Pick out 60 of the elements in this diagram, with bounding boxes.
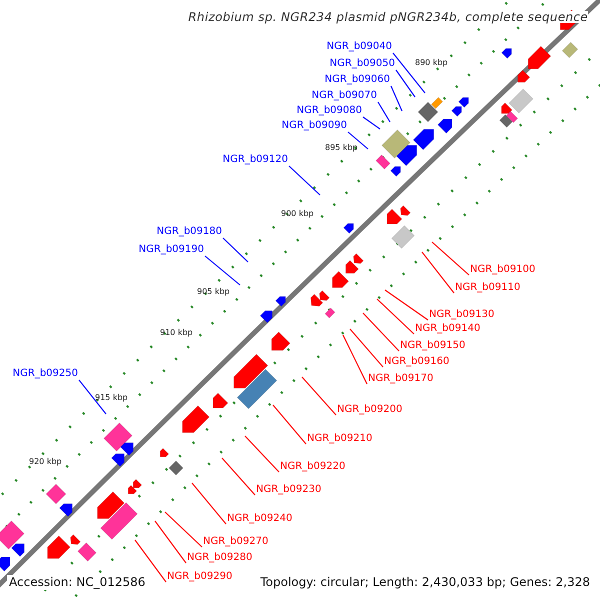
gene-label: NGR_b09080 <box>296 105 362 117</box>
footer-text: Accession: NC_012586 <box>7 575 148 590</box>
gene-label: NGR_b09240 <box>227 513 292 525</box>
gene-label: NGR_b09160 <box>384 356 450 368</box>
gene-label: NGR_b09280 <box>187 552 252 564</box>
gene-label: NGR_b09210 <box>307 433 372 445</box>
leader-line <box>78 380 106 414</box>
leader-line <box>342 334 368 384</box>
scale-label: 900 kbp <box>281 208 314 220</box>
leader-line <box>362 116 380 130</box>
gene-label: NGR_b09110 <box>455 282 520 294</box>
gene-label: NGR_b09130 <box>429 309 494 321</box>
leader-line <box>362 312 400 352</box>
leader-line <box>154 520 186 564</box>
leader-line <box>204 256 240 286</box>
gene-label: NGR_b09120 <box>222 154 288 166</box>
leader-line <box>350 328 384 368</box>
scale-label: 890 kbp <box>415 57 448 69</box>
leader-line <box>422 252 454 294</box>
leader-line <box>288 166 320 196</box>
leader-line <box>378 102 390 122</box>
gene-label: NGR_b09060 <box>324 74 390 86</box>
leader-line <box>164 512 202 548</box>
gene-label: NGR_b09220 <box>280 461 346 473</box>
leader-line <box>302 376 336 416</box>
gene-label: NGR_b09200 <box>337 404 402 416</box>
gene-label: NGR_b09270 <box>203 536 268 548</box>
gene-label: NGR_b09290 <box>167 571 232 583</box>
gene-label: NGR_b09040 <box>326 41 392 53</box>
leader-line <box>384 290 428 320</box>
gene-label: NGR_b09100 <box>470 264 536 276</box>
leader-line <box>222 238 248 262</box>
leader-line <box>222 458 256 496</box>
scale-label: 915 kbp <box>95 392 128 404</box>
leader-line <box>244 436 280 472</box>
gene-label: NGR_b09170 <box>368 373 434 385</box>
leader-line <box>396 70 416 98</box>
gene-label: NGR_b09230 <box>256 484 322 496</box>
gene-label: NGR_b09090 <box>282 120 347 132</box>
leader-line <box>348 132 368 150</box>
gene-label: NGR_b09180 <box>156 226 222 238</box>
gene-label: NGR_b09070 <box>312 90 377 102</box>
gene-label: NGR_b09050 <box>330 58 395 70</box>
leader-line <box>192 482 226 524</box>
leader-line <box>272 404 306 444</box>
scale-label: 895 kbp <box>325 142 358 154</box>
gene-label: NGR_b09190 <box>138 244 204 256</box>
leader-line <box>432 242 470 276</box>
diagram-title: Rhizobium sp. NGR234 plasmid pNGR234b, complete sequence <box>188 11 588 23</box>
gene-label: NGR_b09250 <box>12 368 78 380</box>
footer-text: Topology: circular; Length: 2,430,033 bp; Genes: 2,328 <box>258 575 592 590</box>
scale-label: 910 kbp <box>160 327 193 339</box>
leader-line <box>390 86 402 112</box>
leader-line <box>392 52 426 94</box>
scale-label: 905 kbp <box>197 286 230 298</box>
scale-label: 920 kbp <box>29 456 62 468</box>
gene-label: NGR_b09150 <box>400 340 466 352</box>
gene-label: NGR_b09140 <box>415 323 480 335</box>
leader-line <box>376 298 414 334</box>
leader-line <box>134 540 166 582</box>
